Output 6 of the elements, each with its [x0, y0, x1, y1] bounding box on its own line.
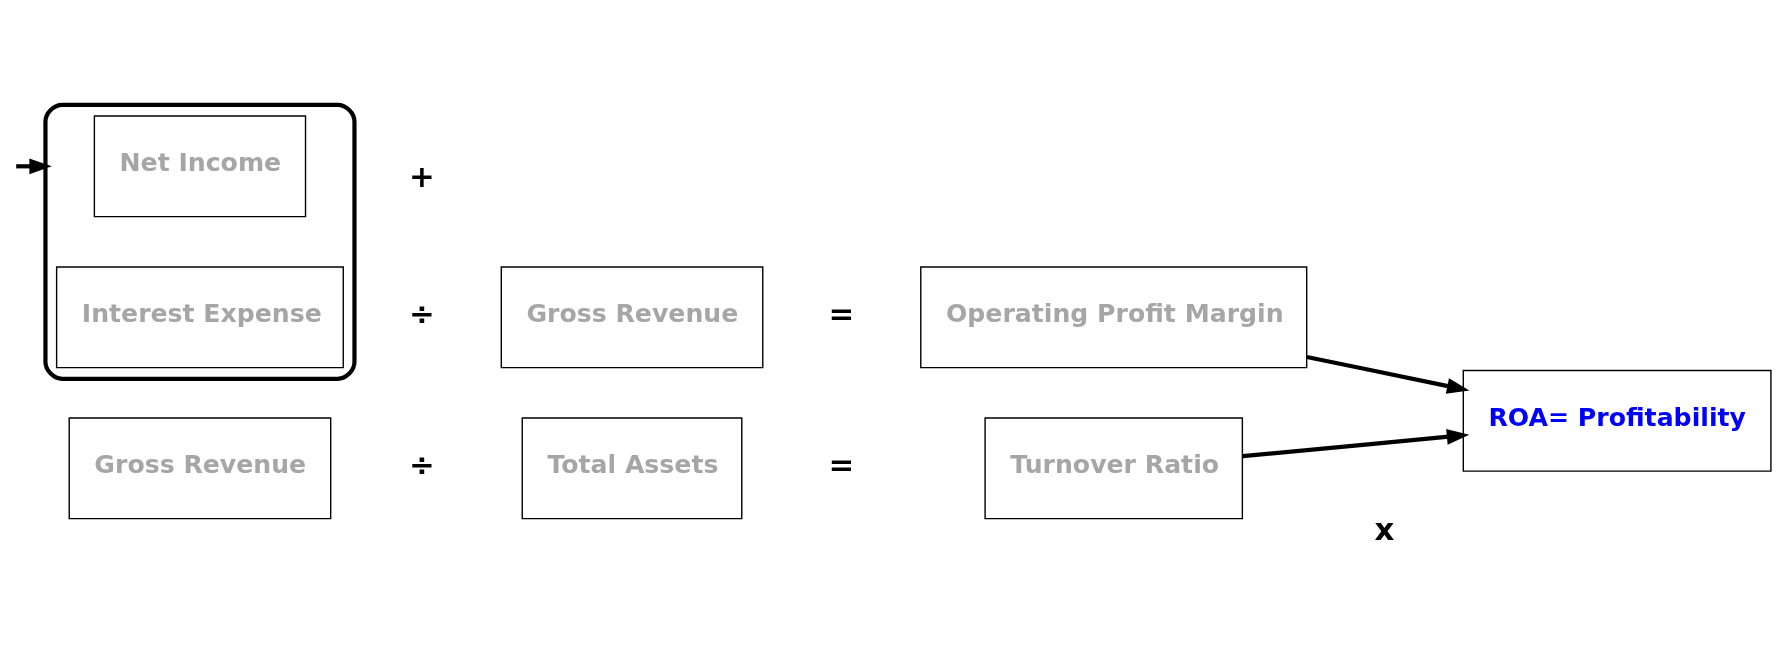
label: x	[1374, 511, 1395, 548]
label: =	[828, 445, 855, 482]
label: ÷	[409, 445, 435, 482]
label: +	[409, 157, 435, 194]
label: =	[828, 294, 855, 331]
label: ÷	[409, 294, 435, 331]
